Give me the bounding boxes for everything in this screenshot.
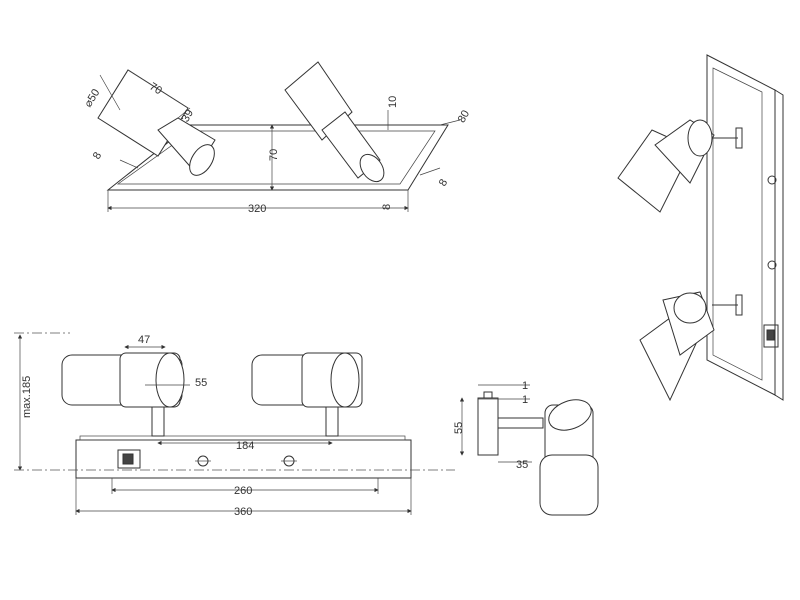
dim-35: 35 <box>516 459 528 471</box>
side-view <box>459 384 599 516</box>
side-dimensions: 1 1 55 35 <box>453 380 528 471</box>
dim-184: 184 <box>236 440 254 452</box>
dim-47: 47 <box>138 334 150 346</box>
dim-8-bottom: 8 <box>381 204 393 210</box>
dim-10: 10 <box>387 96 399 108</box>
dim-80: 80 <box>456 108 473 125</box>
front-spot-left <box>61 352 185 408</box>
dim-1-second: 1 <box>522 394 528 406</box>
iso-spot-lower <box>639 291 743 402</box>
dim-260: 260 <box>234 485 252 497</box>
dim-55-side: 55 <box>453 422 465 434</box>
dim-55: 55 <box>195 377 207 389</box>
dim-1-top: 1 <box>522 380 528 392</box>
switch-icon <box>117 449 141 469</box>
front-view <box>14 332 455 515</box>
dim-max-185: max.185 <box>21 376 33 418</box>
isometric-view <box>617 54 784 402</box>
dim-8-right: 8 <box>437 177 450 188</box>
dim-length: 70 <box>147 81 164 98</box>
front-spot-right <box>251 352 363 408</box>
dim-70-height: 70 <box>268 149 280 161</box>
side-spot <box>539 399 599 516</box>
dim-39: 39 <box>180 108 197 125</box>
dim-diameter: ⌀50 <box>82 87 102 109</box>
iso-spot-upper <box>617 119 743 213</box>
dim-360: 360 <box>234 506 252 518</box>
spotlight-right <box>284 61 385 183</box>
dim-8-left: 8 <box>91 150 104 161</box>
dim-320: 320 <box>248 203 266 215</box>
front-dimensions: 47 55 184 260 360 max.185 <box>21 334 254 518</box>
spotlight-left <box>97 69 216 176</box>
perspective-dimensions: ⌀50 70 39 8 70 10 80 8 8 320 <box>82 81 472 215</box>
perspective-view <box>97 61 461 212</box>
